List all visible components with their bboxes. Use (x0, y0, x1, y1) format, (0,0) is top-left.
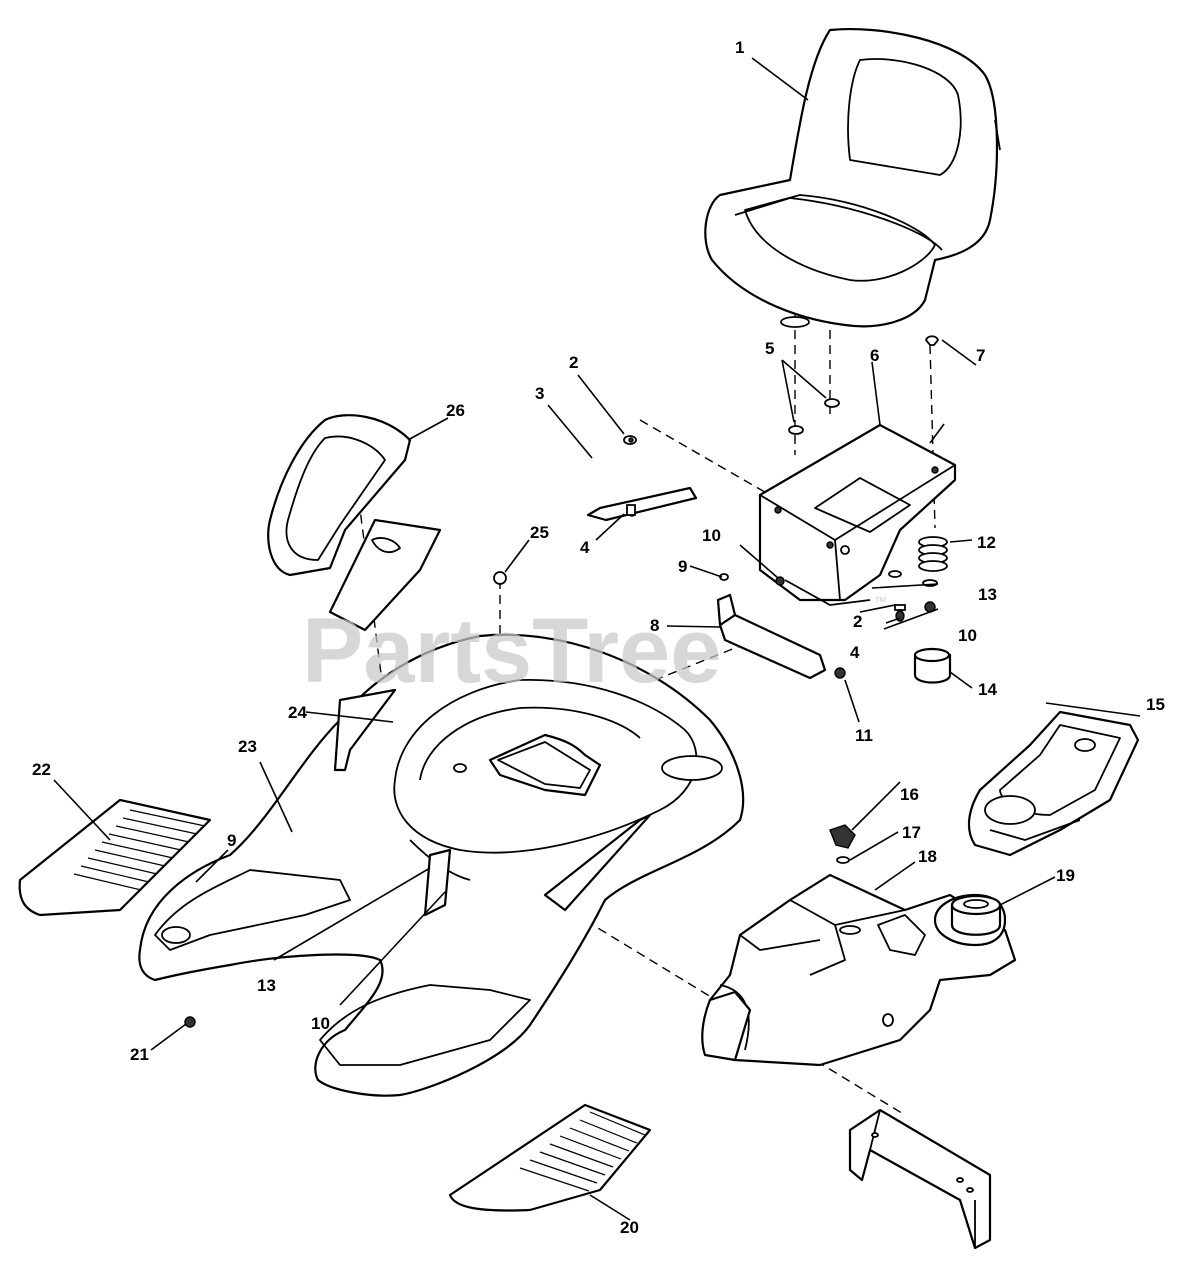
callout-26: 26 (446, 401, 465, 420)
rear-bracket (848, 1108, 992, 1250)
callout-10: 10 (311, 1014, 330, 1033)
callout-13: 13 (257, 976, 276, 995)
callout-17: 17 (902, 823, 921, 842)
callout-9: 9 (227, 831, 236, 850)
callout-4: 4 (580, 538, 590, 557)
callout-7: 7 (976, 346, 985, 365)
callout-2: 2 (569, 353, 578, 372)
callout-22: 22 (32, 760, 51, 779)
foot-mat-right (448, 1103, 652, 1212)
watermark-trademark: ™ (874, 594, 887, 609)
callout-25: 25 (530, 523, 549, 542)
callout-19: 19 (1056, 866, 1075, 885)
callout-12: 12 (977, 533, 996, 552)
bumper (913, 647, 952, 684)
foot-mat-left (18, 798, 212, 917)
leader-lines (53, 57, 1141, 1221)
callout-18: 18 (918, 847, 937, 866)
callout-3: 3 (535, 384, 544, 403)
callout-20: 20 (620, 1218, 639, 1237)
callout-15: 15 (1146, 695, 1165, 714)
seat-bracket (758, 423, 957, 606)
callout-10: 10 (958, 626, 977, 645)
spring (918, 536, 948, 572)
callout-5: 5 (765, 339, 774, 358)
pad (267, 414, 442, 632)
cup-holder (967, 710, 1140, 857)
hardware (182, 335, 940, 1028)
callout-2: 2 (853, 612, 862, 631)
callout-24: 24 (288, 703, 307, 722)
callout-10: 10 (702, 526, 721, 545)
mount-bracket (716, 593, 827, 680)
fuel-fitting (829, 824, 856, 864)
callout-16: 16 (900, 785, 919, 804)
callout-11: 11 (855, 726, 873, 745)
callout-labels: 1 2 2 3 4 4 5 6 7 8 9 9 10 10 10 11 12 1… (32, 38, 1165, 1237)
seat (704, 27, 1001, 328)
fuel-cap (950, 894, 1002, 936)
callout-13: 13 (978, 585, 997, 604)
slide-rail (586, 486, 698, 522)
watermark: PartsTree ™ (302, 594, 887, 702)
callout-23: 23 (238, 737, 257, 756)
watermark-text: PartsTree (302, 600, 721, 702)
callout-4: 4 (850, 643, 860, 662)
body-fender (138, 633, 745, 1097)
callout-14: 14 (978, 680, 997, 699)
callout-8: 8 (650, 616, 659, 635)
callout-21: 21 (130, 1045, 149, 1064)
callout-1: 1 (735, 38, 744, 57)
callout-6: 6 (870, 346, 879, 365)
callout-9: 9 (678, 557, 687, 576)
